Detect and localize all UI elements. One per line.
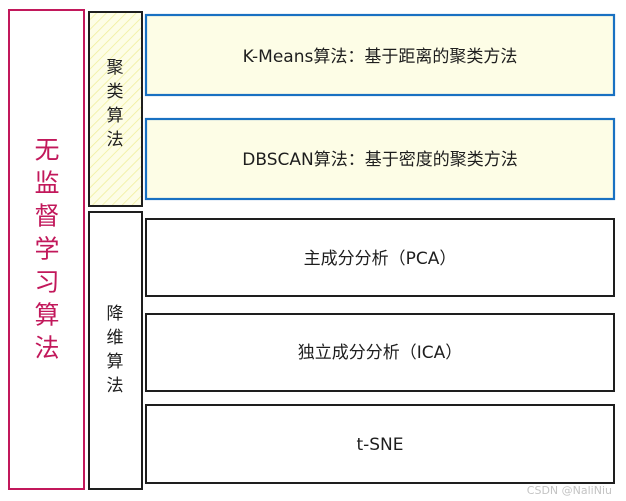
watermark: CSDN @NaliNiu <box>526 484 612 497</box>
tsne-label: t-SNE <box>356 435 403 455</box>
pca-label: 主成分分析（PCA） <box>304 249 457 269</box>
clustering-group-box <box>88 11 143 207</box>
dimensionality-reduction-group-box <box>88 211 143 490</box>
clustering-group-label: 聚类算法 <box>107 58 124 150</box>
root-node: 无监督学习算法 <box>8 9 85 490</box>
root-label: 无监督学习算法 <box>34 136 59 363</box>
root-box <box>8 9 85 490</box>
kmeans-box <box>144 13 616 97</box>
ica-box <box>145 313 615 392</box>
ica-label: 独立成分分析（ICA） <box>298 343 463 363</box>
tsne-box <box>145 404 615 484</box>
dbscan-label: DBSCAN算法：基于密度的聚类方法 <box>242 150 517 170</box>
dbscan-box <box>144 117 616 201</box>
dimensionality-reduction-group: 降维算法 主成分分析（PCA） 独立成分分析（ICA） t-SNE <box>88 211 615 490</box>
dimensionality-reduction-group-label: 降维算法 <box>107 304 124 396</box>
pca-box <box>145 218 615 297</box>
kmeans-label: K-Means算法：基于距离的聚类方法 <box>243 47 518 67</box>
clustering-group: 聚类算法 K-Means算法：基于距离的聚类方法 DBSCAN算法：基于密度的聚… <box>88 11 616 207</box>
